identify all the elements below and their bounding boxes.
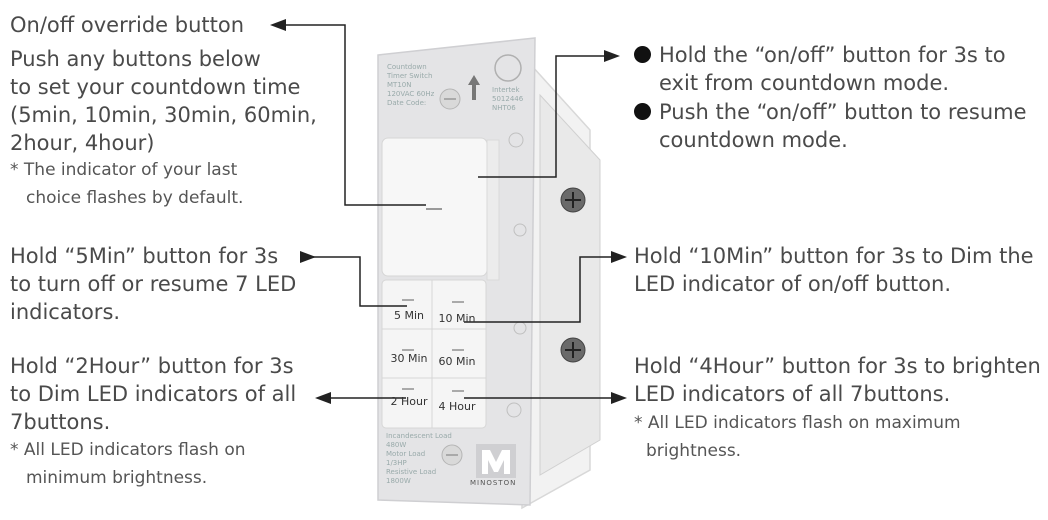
button-60min[interactable]: 60 Min	[438, 355, 476, 368]
countdown-line: to set your countdown time	[10, 75, 301, 99]
countdown-exit-bullet: Hold the “on/off” button for 3s to exit …	[634, 41, 1006, 97]
bullet-dot-icon	[634, 46, 651, 63]
two-hour-note: * All LED indicators flash on minimum br…	[10, 436, 246, 492]
two-hour-instructions: Hold “2Hour” button for 3s to Dim LED in…	[10, 352, 296, 436]
device-spec-label: Countdown Timer Switch MT10N 120VAC 60Hz…	[387, 63, 434, 108]
instruction-line: to Dim LED indicators of all	[10, 382, 297, 406]
note-line: * All LED indicators flash on maximum	[634, 413, 961, 433]
countdown-line: Push any buttons below	[10, 47, 261, 71]
button-2hour[interactable]: 2 Hour	[390, 395, 428, 408]
bullet-line: Hold the “on/off” button for 3s to	[659, 43, 1006, 67]
countdown-resume-bullet: Push the “on/off” button to resume count…	[634, 98, 1027, 154]
five-min-instructions: Hold “5Min” button for 3s to turn off or…	[10, 242, 296, 326]
arrowheads	[270, 19, 627, 404]
countdown-instructions: Push any buttons below to set your count…	[10, 45, 317, 157]
bullet-line: countdown mode.	[659, 128, 848, 152]
brand-logo-mark	[482, 450, 510, 474]
leader-lines	[286, 24, 612, 399]
load-line: 480W	[386, 441, 407, 449]
load-line: 1/3HP	[386, 459, 407, 467]
button-4hour[interactable]: 4 Hour	[438, 400, 476, 413]
button-10min[interactable]: 10 Min	[438, 312, 476, 325]
bullet-dot-icon	[634, 103, 651, 120]
instruction-line: LED indicator of on/off button.	[634, 272, 952, 296]
instruction-line: Hold “4Hour” button for 3s to brighten	[634, 354, 1041, 378]
note-line: * All LED indicators flash on	[10, 440, 246, 460]
note-line: minimum brightness.	[26, 468, 208, 488]
bullet-line: exit from countdown mode.	[659, 71, 950, 95]
countdown-line: 2hour, 4hour)	[10, 131, 155, 155]
device-housing	[539, 93, 601, 476]
four-hour-instructions: Hold “4Hour” button for 3s to brighten L…	[634, 352, 1041, 408]
countdown-line: (5min, 10min, 30min, 60min,	[10, 103, 317, 127]
instruction-line: Hold “10Min” button for 3s to Dim the	[634, 244, 1034, 268]
button-30min[interactable]: 30 Min	[390, 352, 428, 365]
load-line: Motor Load	[386, 450, 426, 458]
load-line: 1800W	[386, 477, 411, 485]
ten-min-instructions: Hold “10Min” button for 3s to Dim the LE…	[634, 242, 1034, 298]
device-load-label: Incandescent Load 480W Motor Load 1/3HP …	[386, 432, 452, 486]
note-line: brightness.	[646, 441, 742, 461]
device-spec-line: 120VAC 60Hz	[387, 90, 435, 98]
cert-line: NHT06	[492, 104, 516, 112]
etl-mark-icon	[494, 54, 522, 82]
onoff-button[interactable]	[381, 137, 488, 277]
instruction-line: to turn off or resume 7 LED	[10, 272, 297, 296]
side-mark-icon	[508, 132, 524, 148]
device-spec-line: Timer Switch	[387, 72, 433, 80]
instruction-line: Hold “2Hour” button for 3s	[10, 354, 294, 378]
device-spec-line: MT10N	[387, 81, 412, 89]
device-spec-line: Date Code:	[387, 99, 427, 107]
brand-name: MINOSTON	[470, 479, 517, 487]
load-line: Resistive Load	[386, 468, 437, 476]
cert-line: Intertek	[492, 86, 520, 94]
countdown-note: * The indicator of your last choice flas…	[10, 156, 243, 212]
instruction-line: LED indicators of all 7buttons.	[634, 382, 951, 406]
button-5min[interactable]: 5 Min	[393, 309, 424, 322]
ground-mark-icon	[506, 402, 522, 418]
note-line: choice flashes by default.	[26, 188, 244, 208]
instruction-line: 7buttons.	[10, 410, 111, 434]
bullet-line: Push the “on/off” button to resume	[659, 100, 1027, 124]
load-line: Incandescent Load	[386, 432, 452, 440]
cert-line: 5012446	[492, 95, 524, 103]
instruction-line: Hold “5Min” button for 3s	[10, 244, 279, 268]
device-spec-line: Countdown	[387, 63, 427, 71]
override-title: On/off override button	[10, 13, 245, 37]
four-hour-note: * All LED indicators flash on maximum br…	[634, 409, 961, 465]
device-cert-label: Intertek 5012446 NHT06	[492, 86, 523, 113]
note-line: * The indicator of your last	[10, 160, 238, 180]
cul-mark-icon	[513, 223, 527, 237]
up-arrow-icon	[468, 75, 480, 100]
instruction-line: indicators.	[10, 300, 121, 324]
